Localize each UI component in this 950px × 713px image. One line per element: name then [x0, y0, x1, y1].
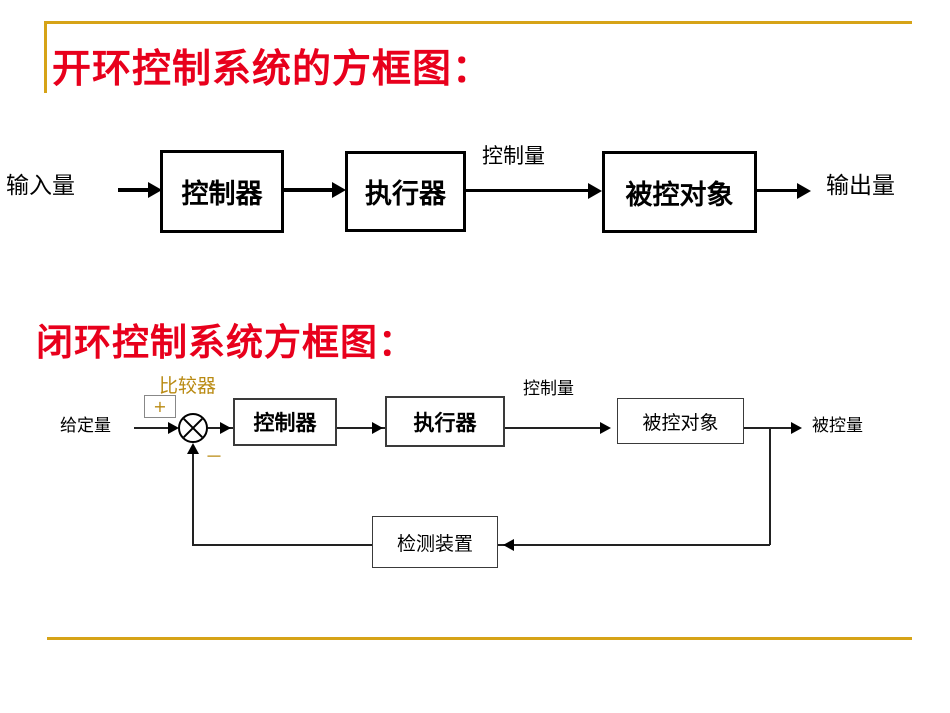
open-loop-output-arrowhead — [797, 183, 811, 199]
closed-loop-input-wire — [134, 427, 172, 429]
open-loop-wire-actuator-plant-arrowhead — [588, 183, 602, 199]
closed-loop-plus-sign: + — [153, 397, 167, 416]
open-loop-block-controller: 控制器 — [160, 150, 284, 233]
closed-loop-feedback-tap-vertical — [769, 427, 771, 545]
closed-loop-block-sensor: 检测装置 — [372, 516, 498, 568]
closed-loop-summing-junction — [178, 413, 208, 443]
closed-loop-wire-summing-controller-arrowhead — [220, 422, 231, 434]
closed-loop-input-arrowhead — [168, 422, 179, 434]
closed-loop-wire-actuator-plant — [505, 427, 605, 429]
open-loop-wire-controller-actuator-arrowhead — [332, 182, 346, 198]
open-loop-block-controller-label: 控制器 — [181, 179, 263, 210]
open-loop-wire-actuator-plant — [466, 189, 590, 192]
open-loop-block-plant: 被控对象 — [602, 151, 757, 233]
open-loop-input-wire — [118, 188, 150, 192]
frame-bottom-rule — [47, 637, 912, 640]
closed-loop-control-variable-label: 控制量 — [523, 379, 574, 399]
closed-loop-block-sensor-label: 检测装置 — [396, 532, 473, 555]
closed-loop-wire-controller-actuator-arrowhead — [372, 422, 383, 434]
closed-loop-feedback-wire-to-sensor — [498, 544, 770, 546]
open-loop-input-arrowhead — [148, 182, 162, 198]
open-loop-block-plant-label: 被控对象 — [625, 179, 734, 211]
closed-loop-feedback-arrowhead — [187, 443, 199, 454]
open-loop-output-wire — [757, 189, 801, 192]
closed-loop-output-label: 被控量 — [812, 416, 863, 436]
closed-loop-block-actuator-label: 执行器 — [413, 410, 477, 435]
frame-top-rule — [44, 21, 912, 24]
open-loop-block-actuator: 执行器 — [345, 151, 466, 232]
closed-loop-comparator-label: 比较器 — [159, 375, 217, 397]
closed-loop-block-controller: 控制器 — [233, 398, 337, 446]
closed-loop-wire-actuator-plant-arrowhead — [600, 422, 611, 434]
frame-left-rule — [44, 21, 47, 93]
closed-loop-plus-sign-box: + — [144, 395, 176, 418]
closed-loop-minus-sign: － — [205, 447, 223, 468]
closed-loop-wire-controller-actuator — [337, 427, 385, 429]
closed-loop-block-plant: 被控对象 — [617, 398, 744, 444]
closed-loop-block-controller-label: 控制器 — [253, 411, 317, 435]
closed-loop-output-wire — [744, 427, 799, 429]
open-loop-control-variable-label: 控制量 — [482, 144, 545, 168]
closed-loop-block-actuator: 执行器 — [385, 396, 505, 447]
closed-loop-section-title: 闭环控制系统方框图： — [36, 320, 416, 364]
closed-loop-feedback-vertical-return — [192, 447, 194, 545]
open-loop-section-title: 开环控制系统的方框图： — [52, 46, 493, 92]
open-loop-input-label: 输入量 — [6, 173, 75, 199]
closed-loop-input-label: 给定量 — [60, 416, 111, 436]
closed-loop-feedback-wire-return — [192, 544, 372, 546]
closed-loop-feedback-to-sensor-arrowhead — [503, 539, 514, 551]
open-loop-wire-controller-actuator — [284, 188, 334, 192]
closed-loop-output-arrowhead — [791, 422, 802, 434]
closed-loop-block-plant-label: 被控对象 — [642, 411, 719, 434]
open-loop-output-label: 输出量 — [826, 173, 895, 199]
open-loop-block-actuator-label: 执行器 — [365, 179, 446, 210]
